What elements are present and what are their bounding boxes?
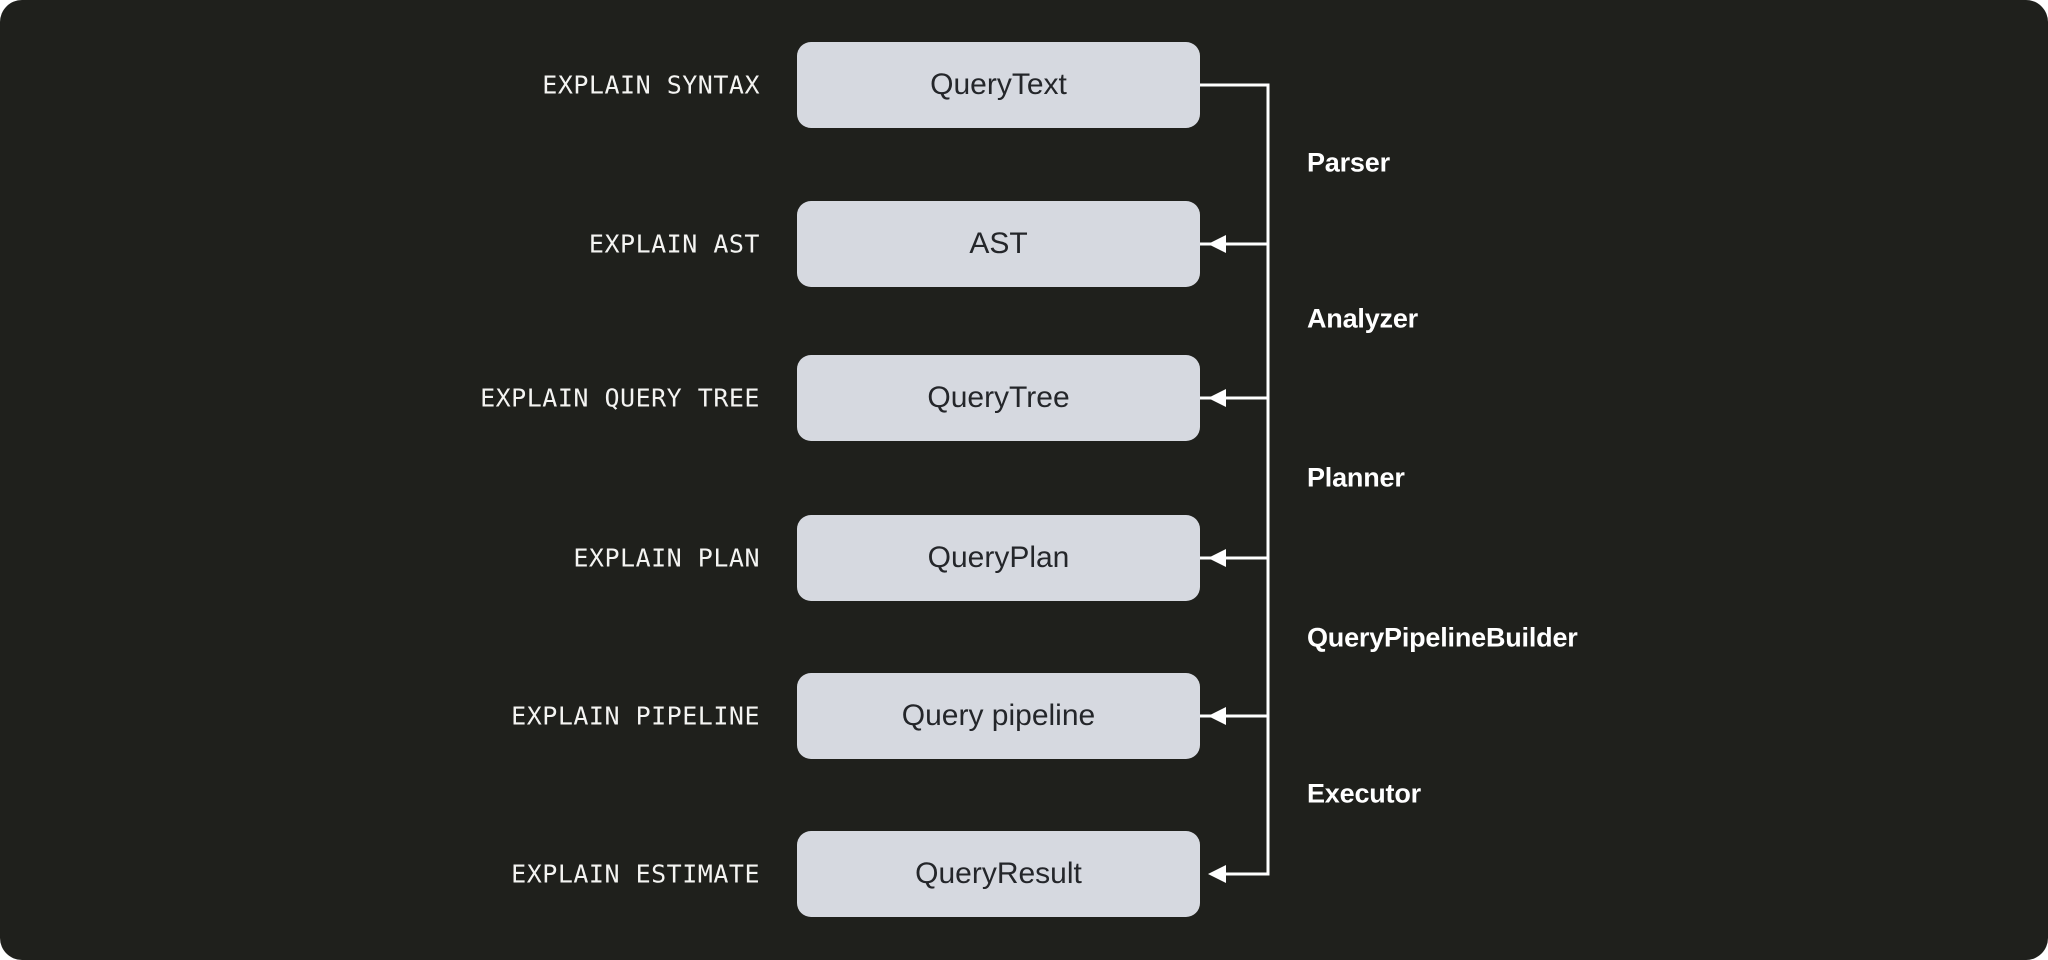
stage-label-querypipelinebuilder: QueryPipelineBuilder xyxy=(1307,622,1578,653)
node-label-queryplan: QueryPlan xyxy=(927,541,1070,574)
connector-arrowhead xyxy=(1208,865,1226,883)
node-ast[interactable]: AST xyxy=(797,201,1200,287)
stage-label-executor: Executor xyxy=(1307,778,1421,809)
node-queryplan[interactable]: QueryPlan xyxy=(797,515,1200,601)
node-querypipeline[interactable]: Query pipeline xyxy=(797,673,1200,759)
connector-line xyxy=(1200,83,1270,246)
node-querytree[interactable]: QueryTree xyxy=(797,355,1200,441)
node-queryresult[interactable]: QueryResult xyxy=(797,831,1200,917)
explain-label-estimate: EXPLAIN ESTIMATE xyxy=(511,859,760,889)
node-label-querytree: QueryTree xyxy=(927,381,1070,414)
connector-arrowhead xyxy=(1208,389,1226,407)
connector-line xyxy=(1200,556,1270,718)
connector-line xyxy=(1200,396,1270,560)
explain-label-query-tree: EXPLAIN QUERY TREE xyxy=(480,383,760,413)
node-label-ast: AST xyxy=(969,227,1028,260)
explain-label-syntax: EXPLAIN SYNTAX xyxy=(542,70,760,100)
connector-line xyxy=(1200,714,1270,876)
node-label-queryresult: QueryResult xyxy=(915,857,1082,890)
stage-label-planner: Planner xyxy=(1307,462,1405,493)
node-label-querytext: QueryText xyxy=(930,68,1067,101)
connector-arrowhead xyxy=(1208,549,1226,567)
stage-label-parser: Parser xyxy=(1307,147,1390,178)
connector-arrowhead xyxy=(1208,707,1226,725)
explain-label-ast: EXPLAIN AST xyxy=(588,229,760,259)
connector-arrowhead xyxy=(1208,235,1226,253)
node-querytext[interactable]: QueryText xyxy=(797,42,1200,128)
explain-label-pipeline: EXPLAIN PIPELINE xyxy=(511,701,760,731)
node-label-querypipeline: Query pipeline xyxy=(901,699,1096,732)
connector-line xyxy=(1200,242,1270,400)
stage-label-analyzer: Analyzer xyxy=(1307,303,1418,334)
explain-label-plan: EXPLAIN PLAN xyxy=(573,543,760,573)
